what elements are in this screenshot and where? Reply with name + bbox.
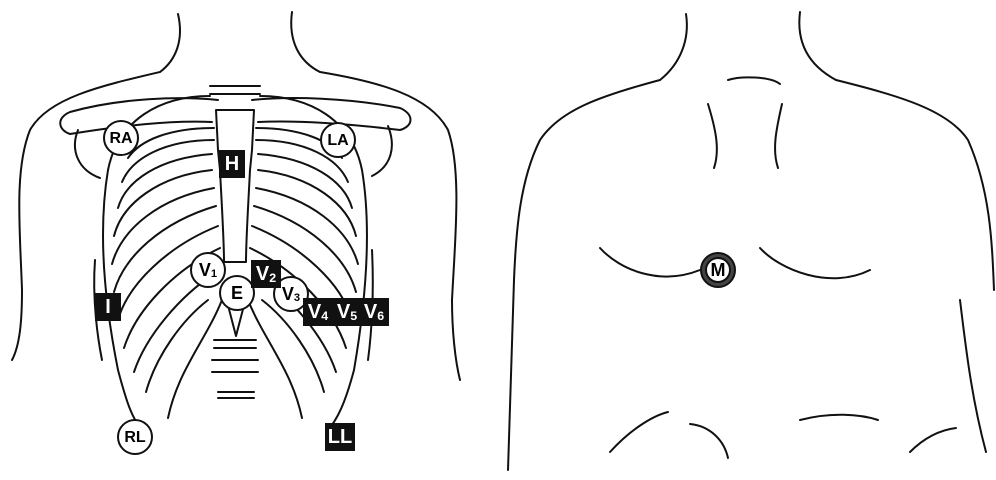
front-body-left-outline	[12, 72, 160, 360]
electrode-RA: RA	[104, 121, 138, 155]
back-shoulder-left	[508, 80, 660, 470]
electrode-label-H: H	[225, 153, 239, 175]
front-neck-right	[291, 12, 320, 72]
electrode-M: M	[701, 253, 735, 287]
front-scapula-right	[372, 126, 392, 176]
electrode-I: I	[95, 293, 121, 321]
back-scapula-line-left	[708, 104, 717, 168]
electrode-V2: V2	[251, 260, 281, 288]
electrode-V6: V6	[359, 298, 389, 326]
back-neck-right	[799, 12, 836, 80]
back-waist-left	[610, 412, 668, 452]
back-blade-right	[760, 248, 870, 278]
back-spine	[728, 77, 780, 84]
electrode-label-M: M	[711, 260, 726, 280]
back-blade-left	[600, 248, 700, 276]
front-neck-left	[160, 14, 180, 72]
back-neck-left	[660, 14, 687, 80]
electrode-RL: RL	[118, 420, 152, 454]
back-scapula-line-right	[775, 104, 782, 168]
back-waist-right	[800, 415, 878, 420]
electrode-label-E: E	[231, 283, 243, 303]
front-sternum	[216, 110, 254, 262]
electrode-V4: V4	[303, 298, 333, 326]
electrode-LL: LL	[325, 423, 355, 451]
back-torso	[508, 12, 994, 470]
back-arm-right	[960, 300, 986, 452]
electrode-label-RL: RL	[124, 429, 146, 446]
back-lower-mid	[690, 424, 728, 458]
back-shoulder-right	[836, 80, 994, 290]
front-scapula-left	[75, 130, 100, 178]
front-torso	[12, 12, 460, 432]
electrode-label-LA: LA	[327, 132, 349, 149]
electrode-LA: LA	[321, 123, 355, 157]
electrode-label-RA: RA	[109, 130, 133, 147]
electrode-E: E	[220, 276, 254, 310]
electrode-label-I: I	[105, 296, 111, 318]
electrode-V5: V5	[332, 298, 362, 326]
electrode-label-LL: LL	[328, 426, 352, 448]
back-hip-right	[910, 428, 956, 452]
electrode-H: H	[219, 150, 245, 178]
electrode-V1: V1	[191, 253, 225, 287]
